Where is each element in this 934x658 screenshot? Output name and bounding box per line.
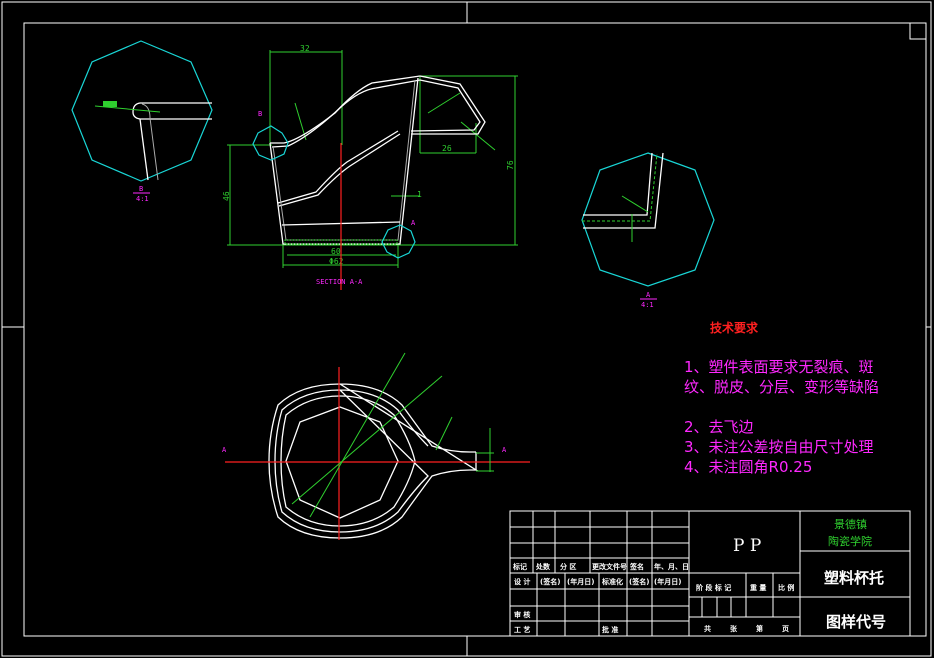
detail-a-letter: A <box>646 291 651 299</box>
svg-text:年、月、日: 年、月、日 <box>654 562 689 571</box>
title-block-grid <box>509 510 911 637</box>
part-name: 塑料杯托 <box>824 569 884 587</box>
tech-requirement-1: 1、塑件表面要求无裂痕、斑纹、脱皮、分层、变形等缺陷 <box>684 358 880 396</box>
tech-requirement-2: 2、去飞边 <box>684 418 754 436</box>
dim-right-width: 26 <box>442 144 452 153</box>
svg-text:(年月日): (年月日) <box>567 577 594 586</box>
svg-text:分 区: 分 区 <box>560 562 576 571</box>
detail-b-mark: B <box>258 110 262 118</box>
detail-b-geometry <box>94 101 212 181</box>
section-label: SECTION A-A <box>316 278 363 286</box>
svg-text:标记: 标记 <box>512 562 527 571</box>
svg-text:比 例: 比 例 <box>778 583 794 592</box>
detail-b-letter: B <box>139 185 143 193</box>
material-label: P P <box>733 536 761 556</box>
detail-b-circle <box>252 125 289 161</box>
tech-requirement-3: 3、未注公差按自由尺寸处理 <box>684 438 874 456</box>
svg-text:签名: 签名 <box>629 562 644 571</box>
detail-a-scale: 4:1 <box>641 301 654 309</box>
section-mark-right: A <box>502 446 507 454</box>
process-label: 工 艺 <box>514 625 530 634</box>
inner-frame <box>23 22 927 637</box>
detail-b-boundary <box>71 40 213 182</box>
detail-a-geometry <box>582 152 664 242</box>
svg-text:更改文件号: 更改文件号 <box>592 562 627 571</box>
svg-text:(签名): (签名) <box>540 577 560 586</box>
detail-a-circle <box>381 224 416 259</box>
dim-bottom-outer: Φ62 <box>329 257 344 266</box>
dim-left-height: 46 <box>222 191 231 201</box>
dim-wall: 1 <box>417 190 422 199</box>
review-label: 审 核 <box>514 610 530 619</box>
tech-requirements-title: 技术要求 <box>710 321 759 335</box>
sheet-count: 共 张 第 页 <box>704 624 789 633</box>
svg-text:页: 页 <box>782 625 789 633</box>
plan-view-geometry <box>268 383 479 539</box>
svg-text:标准化: 标准化 <box>601 577 623 586</box>
dim-bottom-inner: 60 <box>331 247 341 256</box>
svg-text:设 计: 设 计 <box>514 577 530 586</box>
detail-a-mark: A <box>411 219 416 227</box>
section-cup-profile <box>269 75 486 245</box>
dim-top-width: 32 <box>300 44 310 53</box>
drawing-code: 图样代号 <box>826 613 886 631</box>
title-block-revision-headers: 标记 处数 分 区 更改文件号 签名 年、月、日 <box>512 562 689 571</box>
title-block-stage-headers: 阶 段 标 记 重 量 比 例 <box>696 583 794 592</box>
svg-text:第: 第 <box>756 624 763 633</box>
approve-label: 批 准 <box>602 625 618 634</box>
school-line2: 陶瓷学院 <box>828 534 872 548</box>
svg-text:(年月日): (年月日) <box>654 577 681 586</box>
svg-text:处数: 处数 <box>535 562 551 571</box>
svg-text:(签名): (签名) <box>629 577 649 586</box>
plan-dimension-lines <box>291 352 494 518</box>
svg-text:重 量: 重 量 <box>750 583 766 592</box>
dim-height: 76 <box>506 160 515 170</box>
detail-b-scale: 4:1 <box>136 195 149 203</box>
school-line1: 景德镇 <box>834 517 867 531</box>
detail-a-boundary <box>581 152 715 287</box>
svg-text:共: 共 <box>704 624 711 633</box>
svg-text:阶 段 标 记: 阶 段 标 记 <box>696 583 731 592</box>
section-mark-left: A <box>222 446 227 454</box>
tech-requirement-4: 4、未注圆角R0.25 <box>684 458 813 476</box>
svg-text:张: 张 <box>730 624 738 633</box>
title-block-design-row: 设 计 (签名) (年月日) 标准化 (签名) (年月日) <box>514 577 681 586</box>
